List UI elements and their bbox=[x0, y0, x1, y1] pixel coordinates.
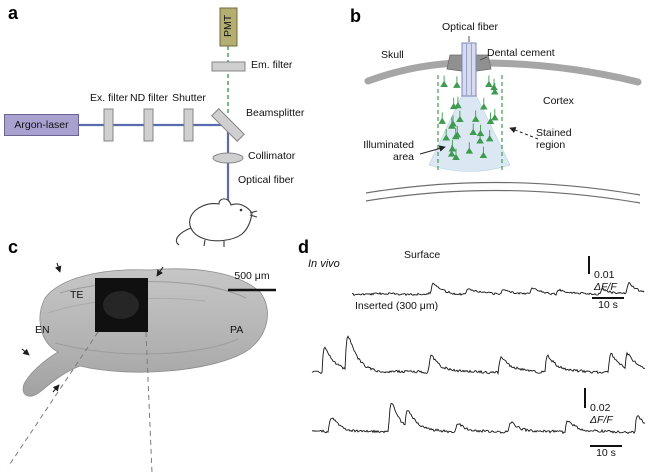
mouse-illustration bbox=[175, 198, 258, 247]
dental-cement-pointer bbox=[479, 56, 488, 61]
brain-slice bbox=[22, 268, 268, 397]
time-scale-bar-bottom bbox=[590, 445, 622, 447]
marker-arrow bbox=[52, 384, 60, 393]
marker-arrow bbox=[21, 348, 30, 356]
panel-a-letter: a bbox=[8, 3, 19, 23]
optical-fiber-label: Optical fiber bbox=[238, 174, 295, 186]
trace-inserted-1 bbox=[311, 335, 646, 376]
pmt-label: PMT bbox=[222, 14, 235, 37]
marker-arrow bbox=[156, 266, 164, 277]
illuminated-area-cone bbox=[428, 94, 511, 172]
cortex-lower-boundary bbox=[365, 181, 641, 196]
panel-b-letter: b bbox=[350, 6, 361, 26]
region-te-label: TE bbox=[70, 289, 84, 301]
time-scale-bar-top bbox=[592, 297, 624, 299]
beamsplitter-label: Beamsplitter bbox=[246, 107, 305, 119]
panel-a-diagram bbox=[78, 7, 258, 247]
stained-region-arrow bbox=[509, 127, 539, 140]
nd-filter bbox=[143, 108, 154, 142]
stained-region-label: Stained region bbox=[536, 127, 572, 151]
inserted-label: Inserted (300 μm) bbox=[355, 300, 439, 312]
illuminated-area-label: Illuminated area bbox=[363, 139, 414, 163]
collimator-label: Collimator bbox=[248, 150, 296, 162]
skull-label: Skull bbox=[381, 49, 404, 61]
skull-left bbox=[364, 59, 461, 85]
argon-laser: Argon-laser bbox=[4, 114, 79, 136]
mouse-tail bbox=[175, 227, 192, 246]
zoom-dash-right bbox=[145, 331, 153, 474]
implanted-fiber bbox=[461, 42, 477, 97]
shutter-label: Shutter bbox=[172, 92, 206, 104]
ex-filter-label: Ex. filter bbox=[90, 92, 128, 104]
nd-filter-label: ND filter bbox=[130, 92, 168, 104]
cortex-label: Cortex bbox=[543, 95, 574, 107]
panel-c-micrograph bbox=[7, 262, 276, 474]
collimator-lens bbox=[212, 152, 244, 164]
time-scale-label-bottom: 10 s bbox=[596, 447, 616, 459]
panel-b-diagram bbox=[364, 36, 642, 204]
surface-label: Surface bbox=[404, 249, 441, 261]
dental-cement-label: Dental cement bbox=[487, 47, 555, 59]
scale-bar-label: 500 μm bbox=[234, 270, 270, 282]
excitation-filter bbox=[103, 108, 114, 142]
illuminated-area-arrow bbox=[419, 145, 446, 155]
panel-c-letter: c bbox=[8, 237, 19, 257]
dental-cement-left bbox=[446, 54, 463, 72]
dff-scale-label-top: 0.01 ΔF/F bbox=[594, 268, 617, 293]
emission-filter bbox=[211, 61, 246, 72]
panel-d-letter: d bbox=[298, 237, 309, 257]
mouse-eye bbox=[239, 208, 243, 212]
em-filter-label: Em. filter bbox=[251, 59, 293, 71]
region-pa-label: PA bbox=[230, 324, 244, 336]
pmt-detector bbox=[219, 7, 238, 47]
trace-surface bbox=[351, 281, 645, 297]
stained-neurons bbox=[438, 75, 499, 161]
zoom-dash-left bbox=[7, 331, 99, 468]
trace-inserted-2 bbox=[311, 403, 646, 435]
time-scale-label-top: 10 s bbox=[598, 299, 618, 311]
dff-scale-label-bottom: 0.02 ΔF/F bbox=[590, 401, 613, 426]
in-vivo-label: In vivo bbox=[308, 258, 340, 270]
beamsplitter bbox=[211, 108, 245, 142]
beam-filters bbox=[103, 108, 194, 142]
dff-scale-bar-bottom bbox=[584, 388, 586, 408]
optical-fiber-b-label: Optical fiber bbox=[441, 21, 499, 33]
shutter bbox=[183, 108, 194, 142]
skull-right bbox=[477, 59, 642, 86]
dff-scale-bar-top bbox=[588, 256, 590, 274]
region-en-label: EN bbox=[35, 324, 50, 336]
marker-arrow bbox=[55, 262, 62, 273]
